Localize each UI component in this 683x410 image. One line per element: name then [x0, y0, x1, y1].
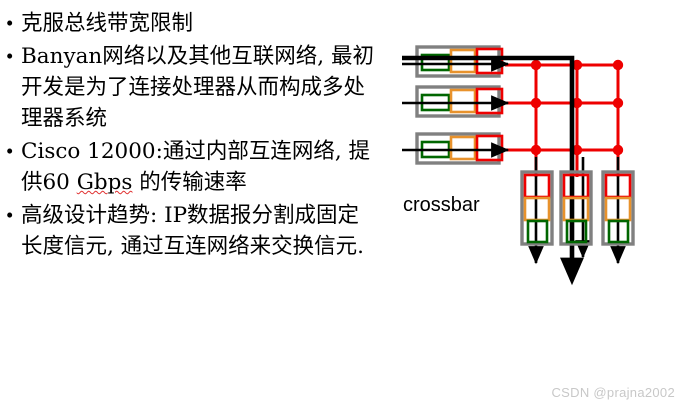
bullet-marker-icon: • — [6, 11, 14, 35]
bullet-marker-icon: • — [6, 139, 14, 163]
bullet-text-1: 克服总线带宽限制 — [21, 11, 194, 36]
list-item: • Cisco 12000:通过内部互连网络, 提供60 Gbps 的传输速率 — [6, 136, 376, 198]
output-queue-2 — [559, 170, 593, 246]
input-queue-3 — [415, 132, 504, 165]
list-item: • 克服总线带宽限制 — [6, 8, 376, 39]
fabric-crosspoint-nodes — [530, 59, 624, 156]
fabric-vertical-lines — [534, 65, 620, 177]
input-queue-2 — [415, 85, 504, 118]
output-queue-3 — [601, 170, 635, 246]
bullet-marker-icon: • — [6, 44, 14, 68]
list-item: • 高级设计趋势: IP数据报分割成固定长度信元, 通过互连网络来交换信元. — [6, 200, 376, 262]
bullet-text-2: Banyan网络以及其他互联网络, 最初开发是为了连接处理器从而构成多处理器系统 — [21, 44, 374, 131]
crossbar-label: crossbar — [403, 194, 480, 216]
input-queue-1 — [415, 45, 504, 78]
bullet-text-3: Cisco 12000:通过内部互连网络, 提供60 Gbps 的传输速率 — [21, 139, 370, 195]
fabric-horizontal-lines — [505, 63, 623, 152]
misspelled-word: Gbps — [76, 170, 133, 195]
watermark: CSDN @prajna2002 — [551, 385, 675, 400]
output-queue-1 — [520, 170, 554, 246]
bullet-list: • 克服总线带宽限制 • Banyan网络以及其他互联网络, 最初开发是为了连接… — [6, 8, 376, 264]
bullet-marker-icon: • — [6, 203, 14, 227]
bullet-text-4: 高级设计趋势: IP数据报分割成固定长度信元, 通过互连网络来交换信元. — [21, 203, 365, 259]
list-item: • Banyan网络以及其他互联网络, 最初开发是为了连接处理器从而构成多处理器… — [6, 41, 376, 134]
crossbar-diagram: crossbar — [395, 25, 680, 310]
